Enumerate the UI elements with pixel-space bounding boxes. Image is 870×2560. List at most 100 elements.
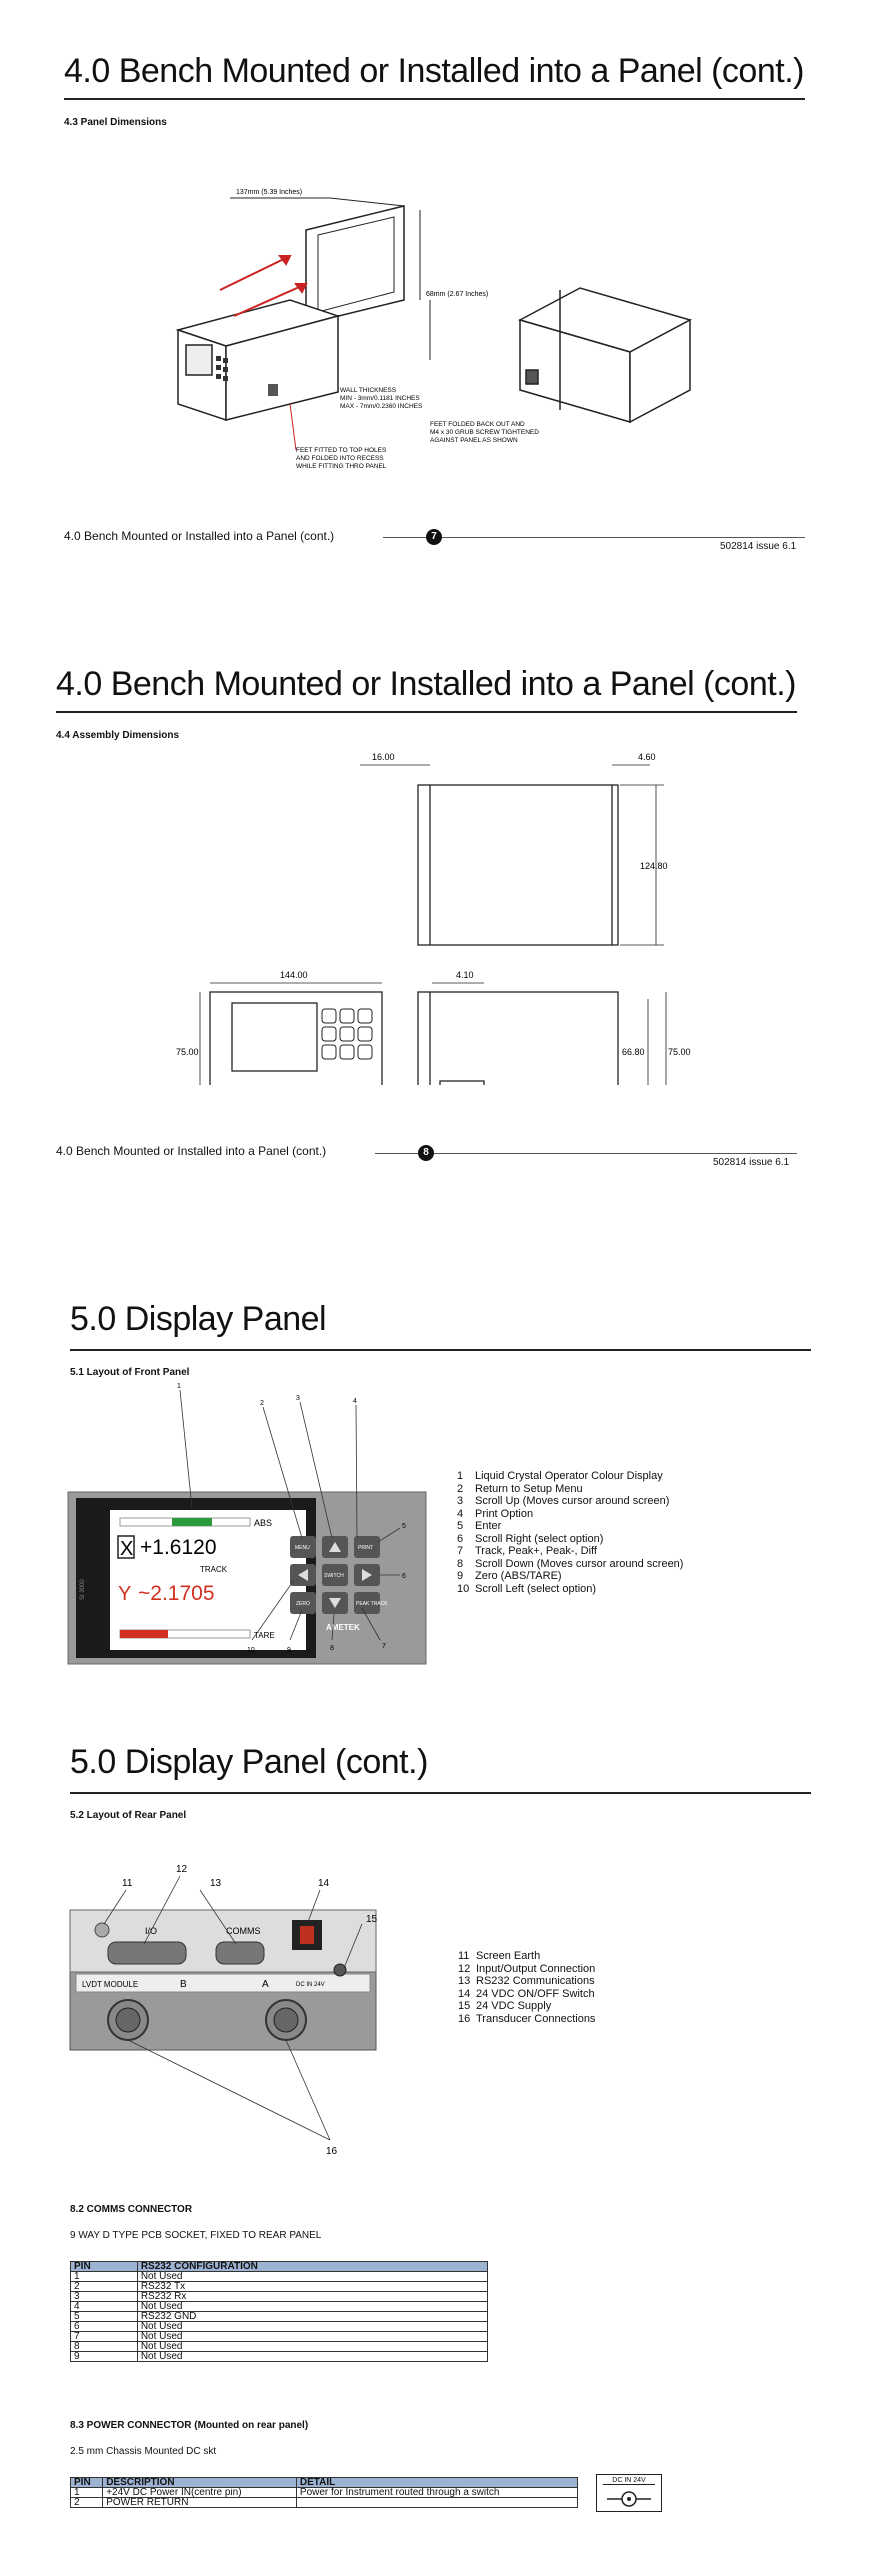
rear-panel-image: I/O COMMS LVDT MODULE B A DC IN 24V 11 1…	[69, 1864, 378, 2157]
dc-polarity-icon	[607, 2491, 651, 2507]
dc-socket-icon	[333, 1963, 347, 1977]
callout-3: 3	[296, 1395, 300, 1402]
front-keys: MENU PRINT SWITCH ZERO PEAK TRACK AMETEK	[290, 1536, 388, 1632]
dc-in-symbol-label: DC IN 24V	[603, 2477, 655, 2485]
legend-text: 24 VDC Supply	[476, 2000, 552, 2012]
wall-thickness-3: MAX - 7mm/0.2360 INCHES	[340, 403, 423, 410]
comms-label: COMMS	[226, 1926, 261, 1936]
tare-bar-fill	[120, 1630, 168, 1638]
peak-track-key[interactable]	[354, 1592, 380, 1614]
menu-key-label: MENU	[295, 1545, 310, 1551]
table-cell: RS232 Tx	[136, 2281, 489, 2292]
legend-number: 13	[458, 1975, 471, 1987]
unit-installed-view	[518, 287, 692, 424]
section-subtitle: 5.1 Layout of Front Panel	[70, 1367, 190, 1378]
connector-b-core	[115, 2007, 141, 2033]
zero-key[interactable]	[290, 1592, 316, 1614]
issue-number: 502814 issue 6.1	[713, 1157, 790, 1168]
menu-key[interactable]	[290, 1536, 316, 1558]
legend-text: Screen Earth	[476, 1950, 541, 1962]
lcd-screen	[110, 1510, 306, 1650]
callout-13: 13	[210, 1878, 222, 1889]
section-subtitle: 4.3 Panel Dimensions	[64, 117, 167, 128]
table-header: RS232 CONFIGURATION	[136, 2261, 489, 2272]
panel-cutout	[305, 205, 405, 325]
table-cell: 7	[70, 2331, 138, 2342]
table-cell: 1	[69, 2487, 104, 2498]
table-cell: 3	[70, 2291, 138, 2302]
table-cell: Power for Instrument routed through a sw…	[295, 2487, 579, 2498]
table-cell: RS232 GND	[136, 2311, 489, 2322]
callout-4: 4	[353, 1398, 357, 1405]
callout-1: 1	[177, 1383, 181, 1390]
callout-10: 10	[247, 1647, 255, 1654]
legend-number: 16	[458, 2012, 471, 2025]
side-view-top	[417, 784, 619, 946]
model-label: SI 3000	[80, 1579, 86, 1600]
panel-dimensions-drawing: 137mm (5.39 Inches) 68mm (2.67 Inches) W…	[175, 189, 692, 470]
legend-number: 9	[457, 1570, 464, 1582]
legend-number: 12	[458, 1962, 471, 1975]
io-connector	[107, 1941, 187, 1965]
dim-4-10: 4.10	[456, 970, 474, 980]
dim-lines-side	[432, 982, 667, 1085]
dim-width: 137mm (5.39 Inches)	[236, 189, 302, 196]
table-cell: 5	[70, 2311, 138, 2322]
table-cell: 2	[69, 2497, 104, 2508]
switch-key[interactable]	[322, 1564, 348, 1586]
y-value: ~2.1705	[138, 1582, 215, 1605]
connector-a-core	[273, 2007, 299, 2033]
table-cell: 9	[70, 2351, 138, 2362]
power-description: 2.5 mm Chassis Mounted DC skt	[70, 2446, 217, 2457]
table-cell: 2	[70, 2281, 138, 2292]
dc-in-label: DC IN 24V	[296, 1982, 325, 1988]
table-cell: 8	[70, 2341, 138, 2352]
feet-back-note-2: M4 x 30 GRUB SCREW TIGHTENED	[430, 429, 539, 436]
feet-note-2: AND FOLDED INTO RECESS	[296, 455, 384, 462]
leader-line	[289, 403, 297, 451]
insert-arrows	[219, 255, 308, 317]
x-label: X	[120, 1538, 133, 1560]
comms-description: 9 WAY D TYPE PCB SOCKET, FIXED TO REAR P…	[70, 2230, 322, 2241]
front-keypad	[321, 1008, 373, 1060]
legend-number: 5	[457, 1520, 464, 1532]
legend-text: Scroll Left (select option)	[475, 1582, 597, 1595]
wall-thickness-2: MIN - 3mm/0.1181 INCHES	[340, 395, 420, 402]
channel-a-label: A	[262, 1979, 269, 1990]
legend-number: 14	[458, 1987, 471, 2000]
legend-number: 7	[457, 1545, 464, 1557]
table-cell: 1	[70, 2271, 138, 2282]
callout-7: 7	[382, 1643, 386, 1650]
callout-14: 14	[318, 1878, 330, 1889]
legend-number: 3	[457, 1495, 464, 1507]
power-switch-rocker	[300, 1926, 314, 1944]
legend-text: Zero (ABS/TARE)	[475, 1570, 562, 1582]
down-arrow-icon	[329, 1598, 341, 1608]
page-number: 8	[418, 1145, 434, 1161]
dim-4-60: 4.60	[638, 752, 656, 762]
footer-rule	[383, 537, 805, 538]
channel-b-label: B	[180, 1979, 187, 1990]
table-header: PIN	[70, 2261, 138, 2272]
table-row: 1+24V DC Power IN(centre pin)Power for I…	[69, 2487, 579, 2498]
callout-8: 8	[330, 1645, 334, 1652]
dim-16-00: 16.00	[372, 752, 395, 762]
footer-text: 4.0 Bench Mounted or Installed into a Pa…	[64, 529, 335, 543]
table-cell: +24V DC Power IN(centre pin)	[102, 2487, 297, 2498]
print-key[interactable]	[354, 1536, 380, 1558]
screen-earth-icon	[94, 1922, 110, 1938]
